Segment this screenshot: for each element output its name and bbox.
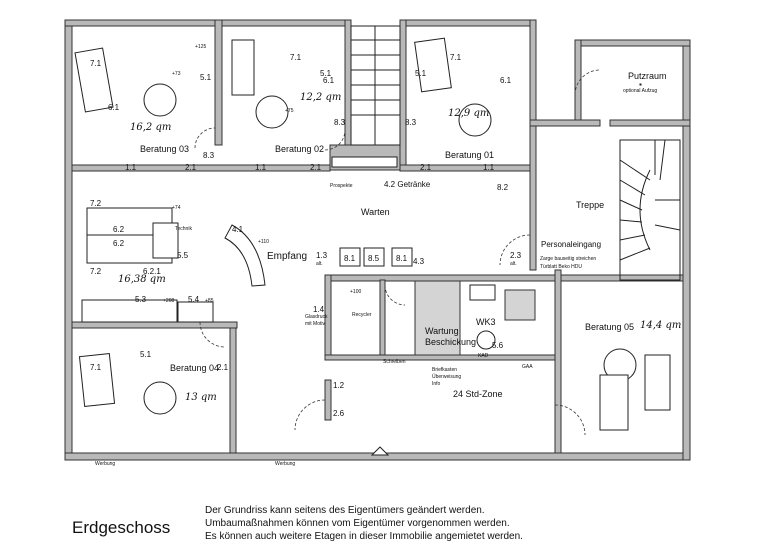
area-beratung-01: 12,9 qm [448,108,489,119]
code: 1.3 [316,251,328,260]
code: +85 [205,298,214,304]
room-beratung-05: Beratung 05 [585,322,634,332]
floor-title: Erdgeschoss [72,518,171,537]
label-ueberweisung: Überweisung [432,373,461,380]
room-beratung-04: Beratung 04 [170,363,219,373]
label-schreiben: Schreiben [383,359,406,365]
area-beratung-02: 12,2 qm [300,92,341,103]
code: 2.6 [333,409,345,418]
code: 1.4 [313,305,325,314]
label-gaa: GAA [522,364,533,370]
code: 7.1 [450,53,462,62]
code: 5.4 [188,295,200,304]
code: 2.3 [510,251,522,260]
code: 8.1 [344,254,356,263]
room-wk3: WK3 [476,317,496,327]
code: 8.3 [203,151,215,160]
code: 5.1 [200,73,212,82]
room-putzraum: Putzraum [628,71,667,81]
label-getraenke: 4.2 Getränke [384,180,431,189]
code: 6.1 [108,103,120,112]
room-personaleingang: Personaleingang [541,240,601,249]
code: +74 [172,205,181,211]
label-technik: Technik [175,226,192,232]
code: 1.1 [483,163,495,172]
furniture [74,37,671,456]
code: 8.1 [396,254,408,263]
note-line: Es können auch weitere Etagen in dieser … [205,531,523,542]
label-prospekte: Prospekte [330,183,353,189]
room-beschickung: Beschickung [425,337,476,347]
code: 5.6 [492,341,504,350]
room-aufzug-note: optional Aufzug [623,88,657,94]
room-wartung: Wartung [425,326,459,336]
label-glasdruck: Glasdruck [305,314,328,320]
room-beratung-01: Beratung 01 [445,150,494,160]
code: 8.5 [368,254,380,263]
code: +125 [195,44,206,50]
code: 1.1 [255,163,267,172]
code: 7.1 [290,53,302,62]
code: 5.1 [415,69,427,78]
label-motiv: mit Motiv [305,321,326,327]
code: 2.1 [185,163,197,172]
label-briefkasten: Briefkasten [432,367,457,373]
label-recycler: Recycler [352,312,372,318]
code: 6.1 [323,76,335,85]
code: 4.3 [413,257,425,266]
label-info: Info [432,381,441,387]
walls [64,19,691,461]
code: 1.2 [333,381,345,390]
item-codes: 7.1 7.1 7.1 7.1 6.1 6.1 6.1 5.1 5.1 5.1 … [90,44,522,418]
stairs [350,25,681,281]
code: +75 [285,108,294,114]
room-treppe: Treppe [576,200,604,210]
area-beratung-03: 16,2 qm [130,122,171,133]
notes: Der Grundriss kann seitens des Eigentüme… [205,504,523,543]
code: 4.1 [232,225,244,234]
label-werbung-1: Werbung [95,461,115,467]
code: 1.1 [125,163,137,172]
label-werbung-2: Werbung [275,461,295,467]
code: 5.1 [140,350,152,359]
code: 2.1 [420,163,432,172]
code: 2.1 [217,363,229,372]
area-beratung-05: 14,4 qm [640,320,681,331]
doors [194,69,601,436]
room-warten: Warten [361,207,390,217]
code: 7.2 [90,267,102,276]
code: +110 [258,239,269,245]
label-kad: KAD [478,353,489,359]
room-beratung-03: Beratung 03 [140,144,189,154]
code: 7.1 [90,59,102,68]
code: +73 [172,71,181,77]
code: 6.2 [113,239,125,248]
label-tuerblatt: Türblatt Beko HDU [540,264,582,270]
label-alt-13: alt. [316,261,323,267]
code: 6.1 [500,76,512,85]
code: 5.3 [135,295,147,304]
code: 6.2 [113,225,125,234]
code: 7.2 [90,199,102,208]
code: 8.3 [405,118,417,127]
area-beratung-04: 13 qm [185,392,217,403]
room-24-std-zone: 24 Std-Zone [453,389,503,399]
code: +100 [350,289,361,295]
note-line: Umbaumaßnahmen können vom Eigentümer vor… [205,518,510,529]
code: 8.3 [334,118,346,127]
room-empfang: Empfang [267,251,307,262]
code: 2.1 [310,163,322,172]
code: 8.2 [497,183,509,192]
code: 5.1 [320,69,332,78]
area-empfang: 16,38 qm [118,274,166,285]
label-alt-23: alt. [510,261,517,267]
code: 7.1 [90,363,102,372]
note-line: Der Grundriss kann seitens des Eigentüme… [205,505,485,516]
code: +208 [163,298,174,304]
code: 6.2.1 [143,267,161,276]
code: 5.5 [177,251,189,260]
room-beratung-02: Beratung 02 [275,144,324,154]
label-zarge: Zarge bauseitig streichen [540,256,596,262]
